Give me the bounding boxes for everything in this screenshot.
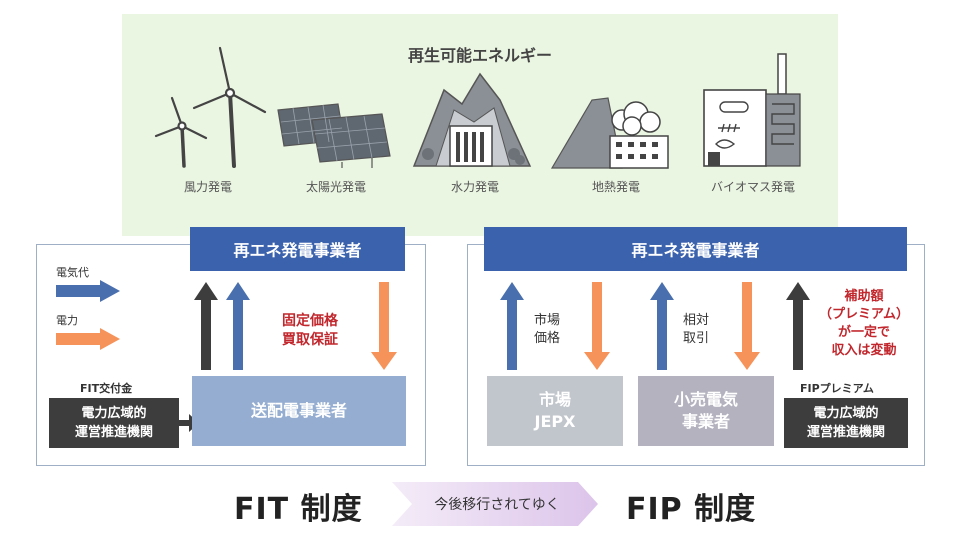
source-label-solar: 太陽光発電 [305,180,366,194]
market-price-line1: 市場 [534,313,561,328]
fip-title: FIP 制度 [626,492,757,527]
transmission-label: 送配電事業者 [250,401,347,420]
jepx-market-line1: 市場 [538,390,571,409]
market-price-line2: 価格 [534,331,561,346]
fit-subsidy-label: FIT交付金 [80,382,133,395]
fixed-price-line1: 固定価格 [282,313,338,329]
premium-note-text: 補助額 （プレミアム） が一定で 収入は変動 [808,288,920,360]
transition-arrow [392,482,598,526]
fit-title: FIT 制度 [234,492,363,527]
legend-money-arrow [56,280,120,302]
geothermal-plant-icon [550,97,669,169]
fip-generator-box: 再エネ発電事業者 [484,227,907,271]
fixed-price-text: 固定価格 買取保証 [270,312,350,350]
bilateral-line2: 取引 [683,331,710,346]
legend-power-label: 電力 [56,314,78,327]
bilateral-text: 相対 取引 [683,312,709,348]
fip-premium-label: FIPプレミアム [800,382,874,395]
bilateral-line1: 相対 [683,313,710,328]
source-label-biomass: バイオマス発電 [710,180,795,194]
transmission-box: 送配電事業者 [192,376,406,446]
fixed-price-line2: 買取保証 [282,332,338,348]
fit-power-arrow [371,282,397,370]
fip-organization-box: 電力広域的 運営推進機関 [784,398,908,448]
market-money-arrow [500,282,524,370]
premium-note-line3: が一定で [837,325,890,340]
retailer-power-arrow [734,282,760,370]
premium-note-line2: （プレミアム） [818,307,910,322]
solar-panel-icon [277,103,391,168]
market-price-text: 市場 価格 [534,312,560,348]
fit-organization-line2: 運営推進機関 [74,425,153,440]
fit-organization-line1: 電力広域的 [81,406,147,421]
source-label-hydro: 水力発電 [450,180,499,194]
fip-organization-line2: 運営推進機関 [806,425,885,440]
wind-turbine-icon [154,46,267,168]
premium-arrow [786,282,810,370]
retailer-box: 小売電気 事業者 [638,376,774,446]
renewable-energy-title: 再生可能エネルギー [407,46,552,65]
fit-subsidy-arrow [194,282,250,370]
source-label-geothermal: 地熱発電 [591,180,640,194]
fit-generator-box: 再エネ発電事業者 [190,227,405,271]
jepx-market-line2: JEPX [534,412,576,431]
retailer-line2: 事業者 [681,412,730,431]
transition-text: 今後移行されてゆく [434,497,560,513]
premium-note-line1: 補助額 [844,289,884,304]
retailer-money-arrow [650,282,674,370]
legend-money-label: 電気代 [56,266,89,279]
fit-organization-box: 電力広域的 運営推進機関 [49,398,179,448]
biomass-plant-icon [703,53,801,167]
source-label-wind: 風力発電 [183,180,232,194]
dam-icon [412,72,532,167]
jepx-market-box: 市場 JEPX [487,376,623,446]
fip-organization-line1: 電力広域的 [813,406,879,421]
market-power-arrow [584,282,610,370]
premium-note-line4: 収入は変動 [831,343,897,358]
legend-power-arrow [56,328,120,350]
retailer-line1: 小売電気 [673,390,738,409]
